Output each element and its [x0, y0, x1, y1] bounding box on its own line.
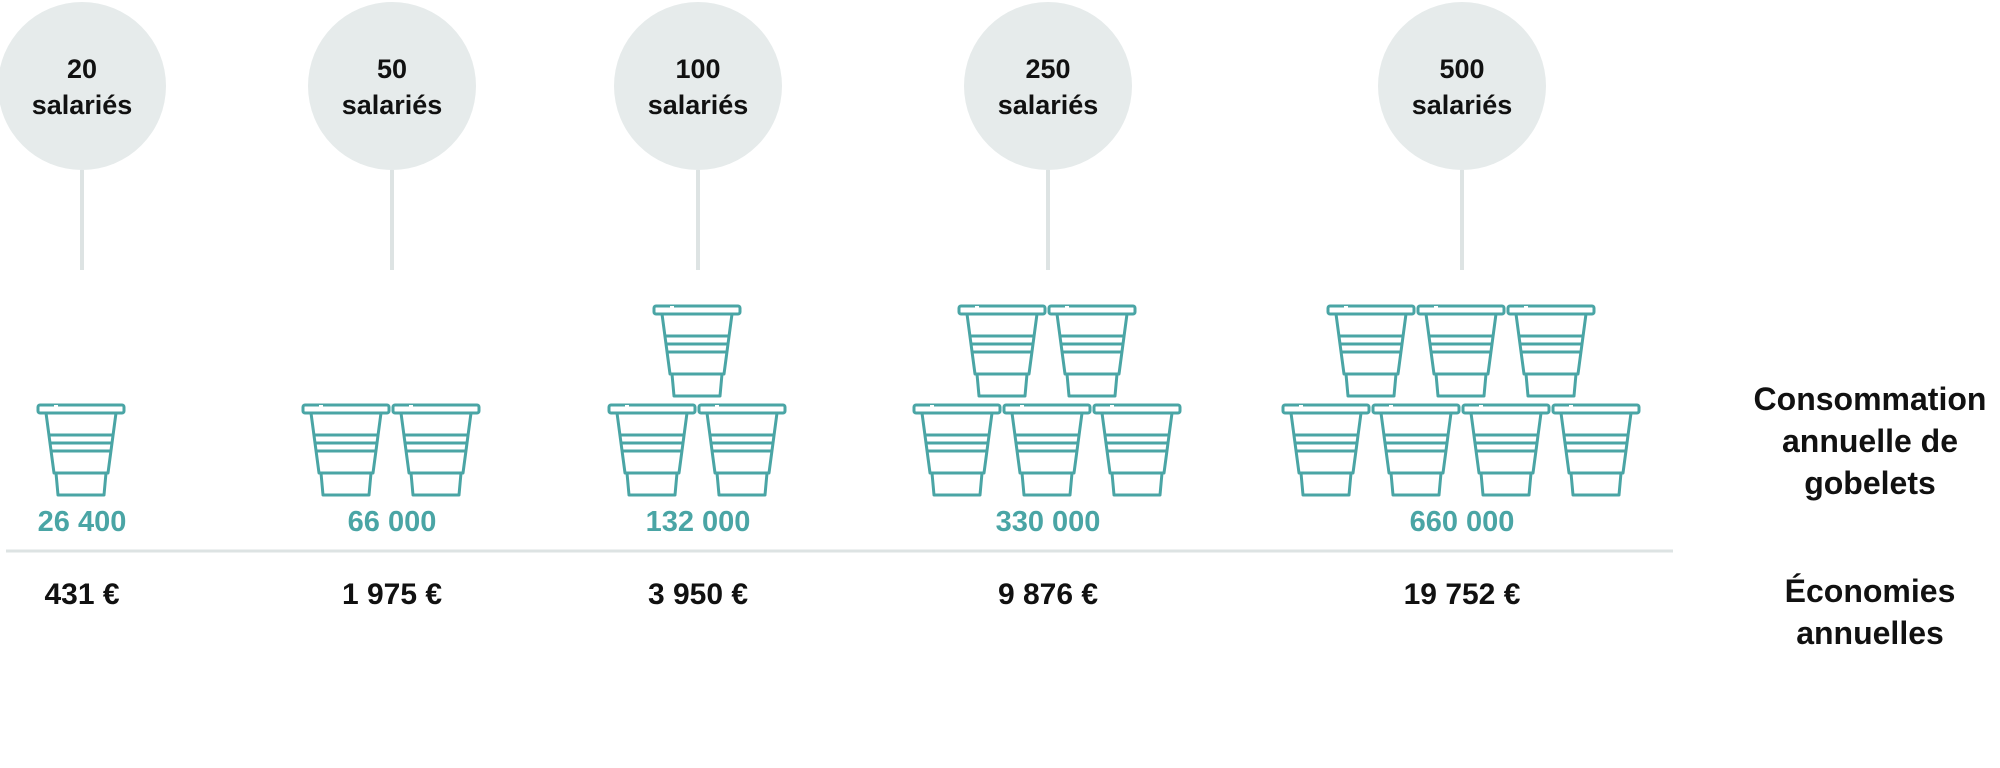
- cup-icon: [697, 403, 787, 497]
- cup-icon: [1461, 403, 1551, 497]
- employee-bubble: [964, 2, 1132, 170]
- cup-icon: [957, 304, 1047, 398]
- employee-count-label: 50: [377, 54, 407, 84]
- employee-unit-label: salariés: [998, 90, 1099, 120]
- employee-bubble: [1378, 2, 1546, 170]
- cup-icon: [391, 403, 481, 497]
- consumption-value: 26 400: [38, 506, 127, 538]
- savings-value: 431 €: [44, 578, 119, 611]
- savings-label-line-2: annuelles: [1796, 615, 1944, 651]
- employee-unit-label: salariés: [32, 90, 133, 120]
- employee-bubble: [308, 2, 476, 170]
- employee-count-label: 20: [67, 54, 97, 84]
- cup-icon: [1047, 304, 1137, 398]
- employee-bubble: [614, 2, 782, 170]
- employee-unit-label: salariés: [1412, 90, 1513, 120]
- consumption-value: 660 000: [1410, 506, 1515, 538]
- consumption-value: 330 000: [996, 506, 1101, 538]
- cup-icon: [1371, 403, 1461, 497]
- cup-icon: [1551, 403, 1641, 497]
- employee-count-label: 250: [1025, 54, 1070, 84]
- cup-icon: [1002, 403, 1092, 497]
- cup-icon: [1326, 304, 1416, 398]
- consumption-row-label: Consommation annuelle de gobelets: [1710, 378, 2000, 504]
- consumption-label-line-3: gobelets: [1804, 465, 1936, 501]
- savings-value: 19 752 €: [1404, 578, 1521, 611]
- employee-count-label: 100: [675, 54, 720, 84]
- cup-icon: [1092, 403, 1182, 497]
- consumption-label-line-1: Consommation: [1753, 381, 1987, 417]
- savings-label-line-1: Économies: [1784, 573, 1956, 609]
- employee-count-label: 500: [1439, 54, 1484, 84]
- cup-icon: [1281, 403, 1371, 497]
- cup-icon: [607, 403, 697, 497]
- savings-row-label: Économies annuelles: [1710, 570, 2000, 654]
- cup-icon: [652, 304, 742, 398]
- savings-value: 1 975 €: [342, 578, 442, 611]
- cup-icon: [36, 403, 126, 497]
- cup-icon: [1416, 304, 1506, 398]
- consumption-value: 132 000: [646, 506, 751, 538]
- savings-value: 3 950 €: [648, 578, 748, 611]
- cup-icon: [301, 403, 391, 497]
- employee-unit-label: salariés: [342, 90, 443, 120]
- savings-value: 9 876 €: [998, 578, 1098, 611]
- cup-icon: [912, 403, 1002, 497]
- employee-unit-label: salariés: [648, 90, 749, 120]
- cup-icon: [1506, 304, 1596, 398]
- consumption-label-line-2: annuelle de: [1781, 423, 1959, 459]
- employee-bubble: [0, 2, 166, 170]
- consumption-value: 66 000: [348, 506, 437, 538]
